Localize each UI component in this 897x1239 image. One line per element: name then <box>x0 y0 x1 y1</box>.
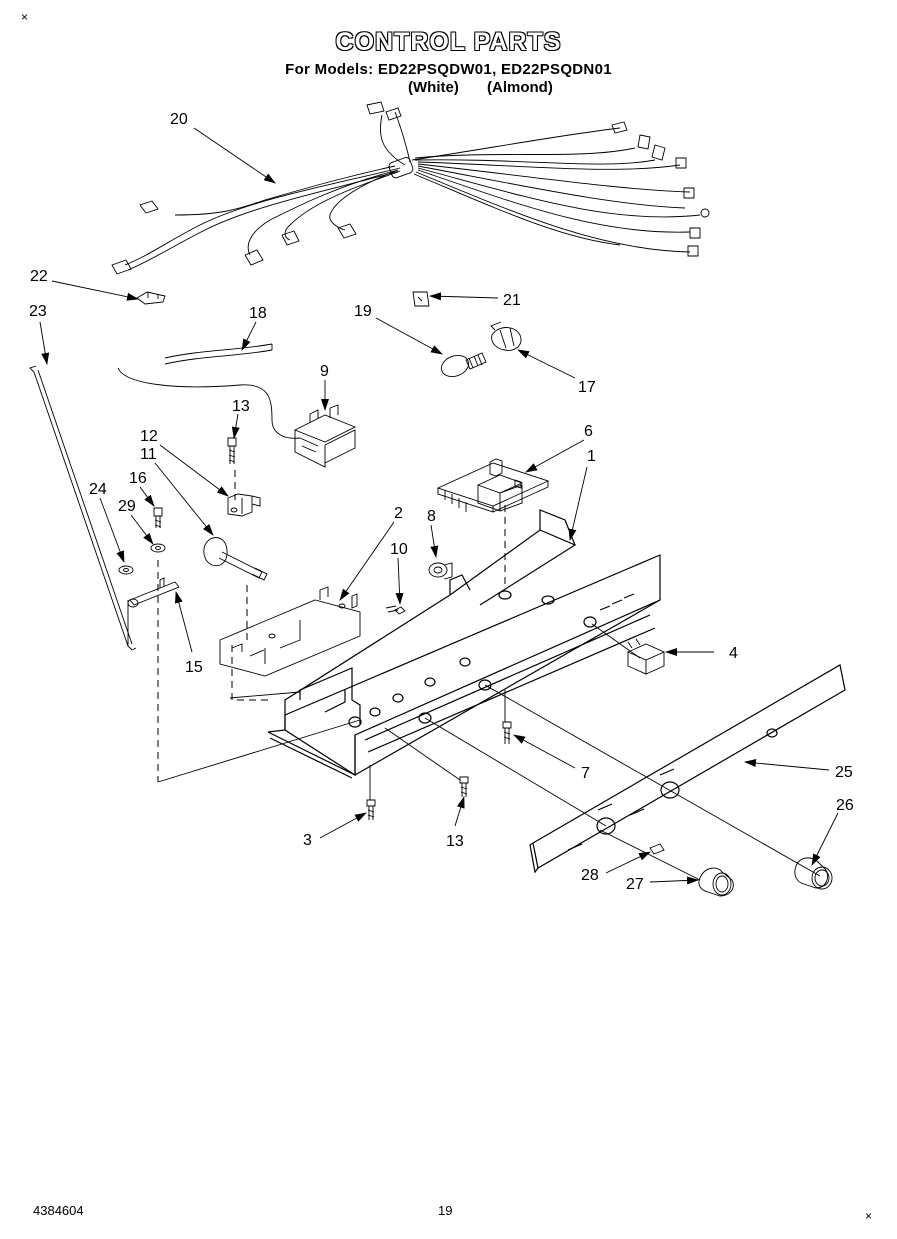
callout-27: 27 <box>626 876 644 893</box>
callout-29: 29 <box>118 498 136 515</box>
screw-10 <box>385 605 406 615</box>
callout-20: 20 <box>170 111 188 128</box>
screw-13-top <box>227 437 237 464</box>
light-socket-17 <box>490 321 522 351</box>
lever-15 <box>127 577 180 608</box>
callout-11: 11 <box>140 446 157 463</box>
callout-28: 28 <box>581 867 599 884</box>
document-number: 4384604 <box>33 1203 84 1218</box>
bracket-21 <box>412 291 430 307</box>
damper-rod-23 <box>29 365 137 651</box>
bracket-2 <box>219 586 361 677</box>
corner-mark-top-left: × <box>21 10 29 24</box>
washer-29 <box>150 543 166 553</box>
callout-22: 22 <box>30 268 48 285</box>
callout-3: 3 <box>303 832 312 849</box>
corner-mark-bottom-right: × <box>865 1209 873 1223</box>
variant-almond: (Almond) <box>487 79 553 96</box>
callout-13-top: 13 <box>232 398 250 415</box>
page-title: CONTROL PARTS <box>335 28 562 56</box>
knob-27 <box>698 867 734 897</box>
callout-19: 19 <box>354 303 372 320</box>
control-shaft-11 <box>203 537 268 581</box>
clip-28 <box>649 843 665 855</box>
callout-8: 8 <box>427 508 436 525</box>
variant-white: (White) <box>408 79 459 96</box>
callout-7: 7 <box>581 765 590 782</box>
callout-23: 23 <box>29 303 47 320</box>
screw-16 <box>153 507 163 528</box>
screw-13-bottom <box>459 776 469 797</box>
cold-control-9 <box>293 404 357 468</box>
grommet-8 <box>428 562 453 580</box>
callout-18: 18 <box>249 305 267 322</box>
screw-3 <box>366 799 376 820</box>
page-number: 19 <box>438 1203 453 1218</box>
washer-24 <box>118 565 134 575</box>
callout-numbers: 20 22 23 18 19 21 17 9 13 12 11 16 24 29… <box>29 111 854 893</box>
bracket-12 <box>227 493 261 517</box>
callout-24: 24 <box>89 481 107 498</box>
callout-9: 9 <box>320 363 329 380</box>
control-panel-25 <box>529 664 846 874</box>
light-bulb-19 <box>440 352 487 377</box>
callout-2: 2 <box>394 505 403 522</box>
callout-leaders <box>39 127 839 885</box>
callout-4: 4 <box>729 645 738 662</box>
callout-15: 15 <box>185 659 203 676</box>
screw-7 <box>502 721 512 744</box>
callout-26: 26 <box>836 797 854 814</box>
callout-25: 25 <box>835 764 853 781</box>
callout-21: 21 <box>503 292 521 309</box>
wire-harness <box>111 101 710 275</box>
callout-12: 12 <box>140 428 158 445</box>
callout-13-bottom: 13 <box>446 833 464 850</box>
callout-6: 6 <box>584 423 593 440</box>
knob-26 <box>794 857 833 890</box>
callout-1: 1 <box>587 448 596 465</box>
callout-10: 10 <box>390 541 408 558</box>
assembly-lines <box>127 470 821 881</box>
callout-17: 17 <box>578 379 596 396</box>
wire-clip-22 <box>136 291 166 305</box>
capillary-tube-18 <box>117 343 301 439</box>
callout-16: 16 <box>129 470 147 487</box>
control-housing-1 <box>267 509 661 779</box>
thermostat-6 <box>436 458 550 513</box>
models-line: For Models: ED22PSQDW01, ED22PSQDN01 <box>285 61 612 78</box>
switch-4 <box>626 638 666 675</box>
